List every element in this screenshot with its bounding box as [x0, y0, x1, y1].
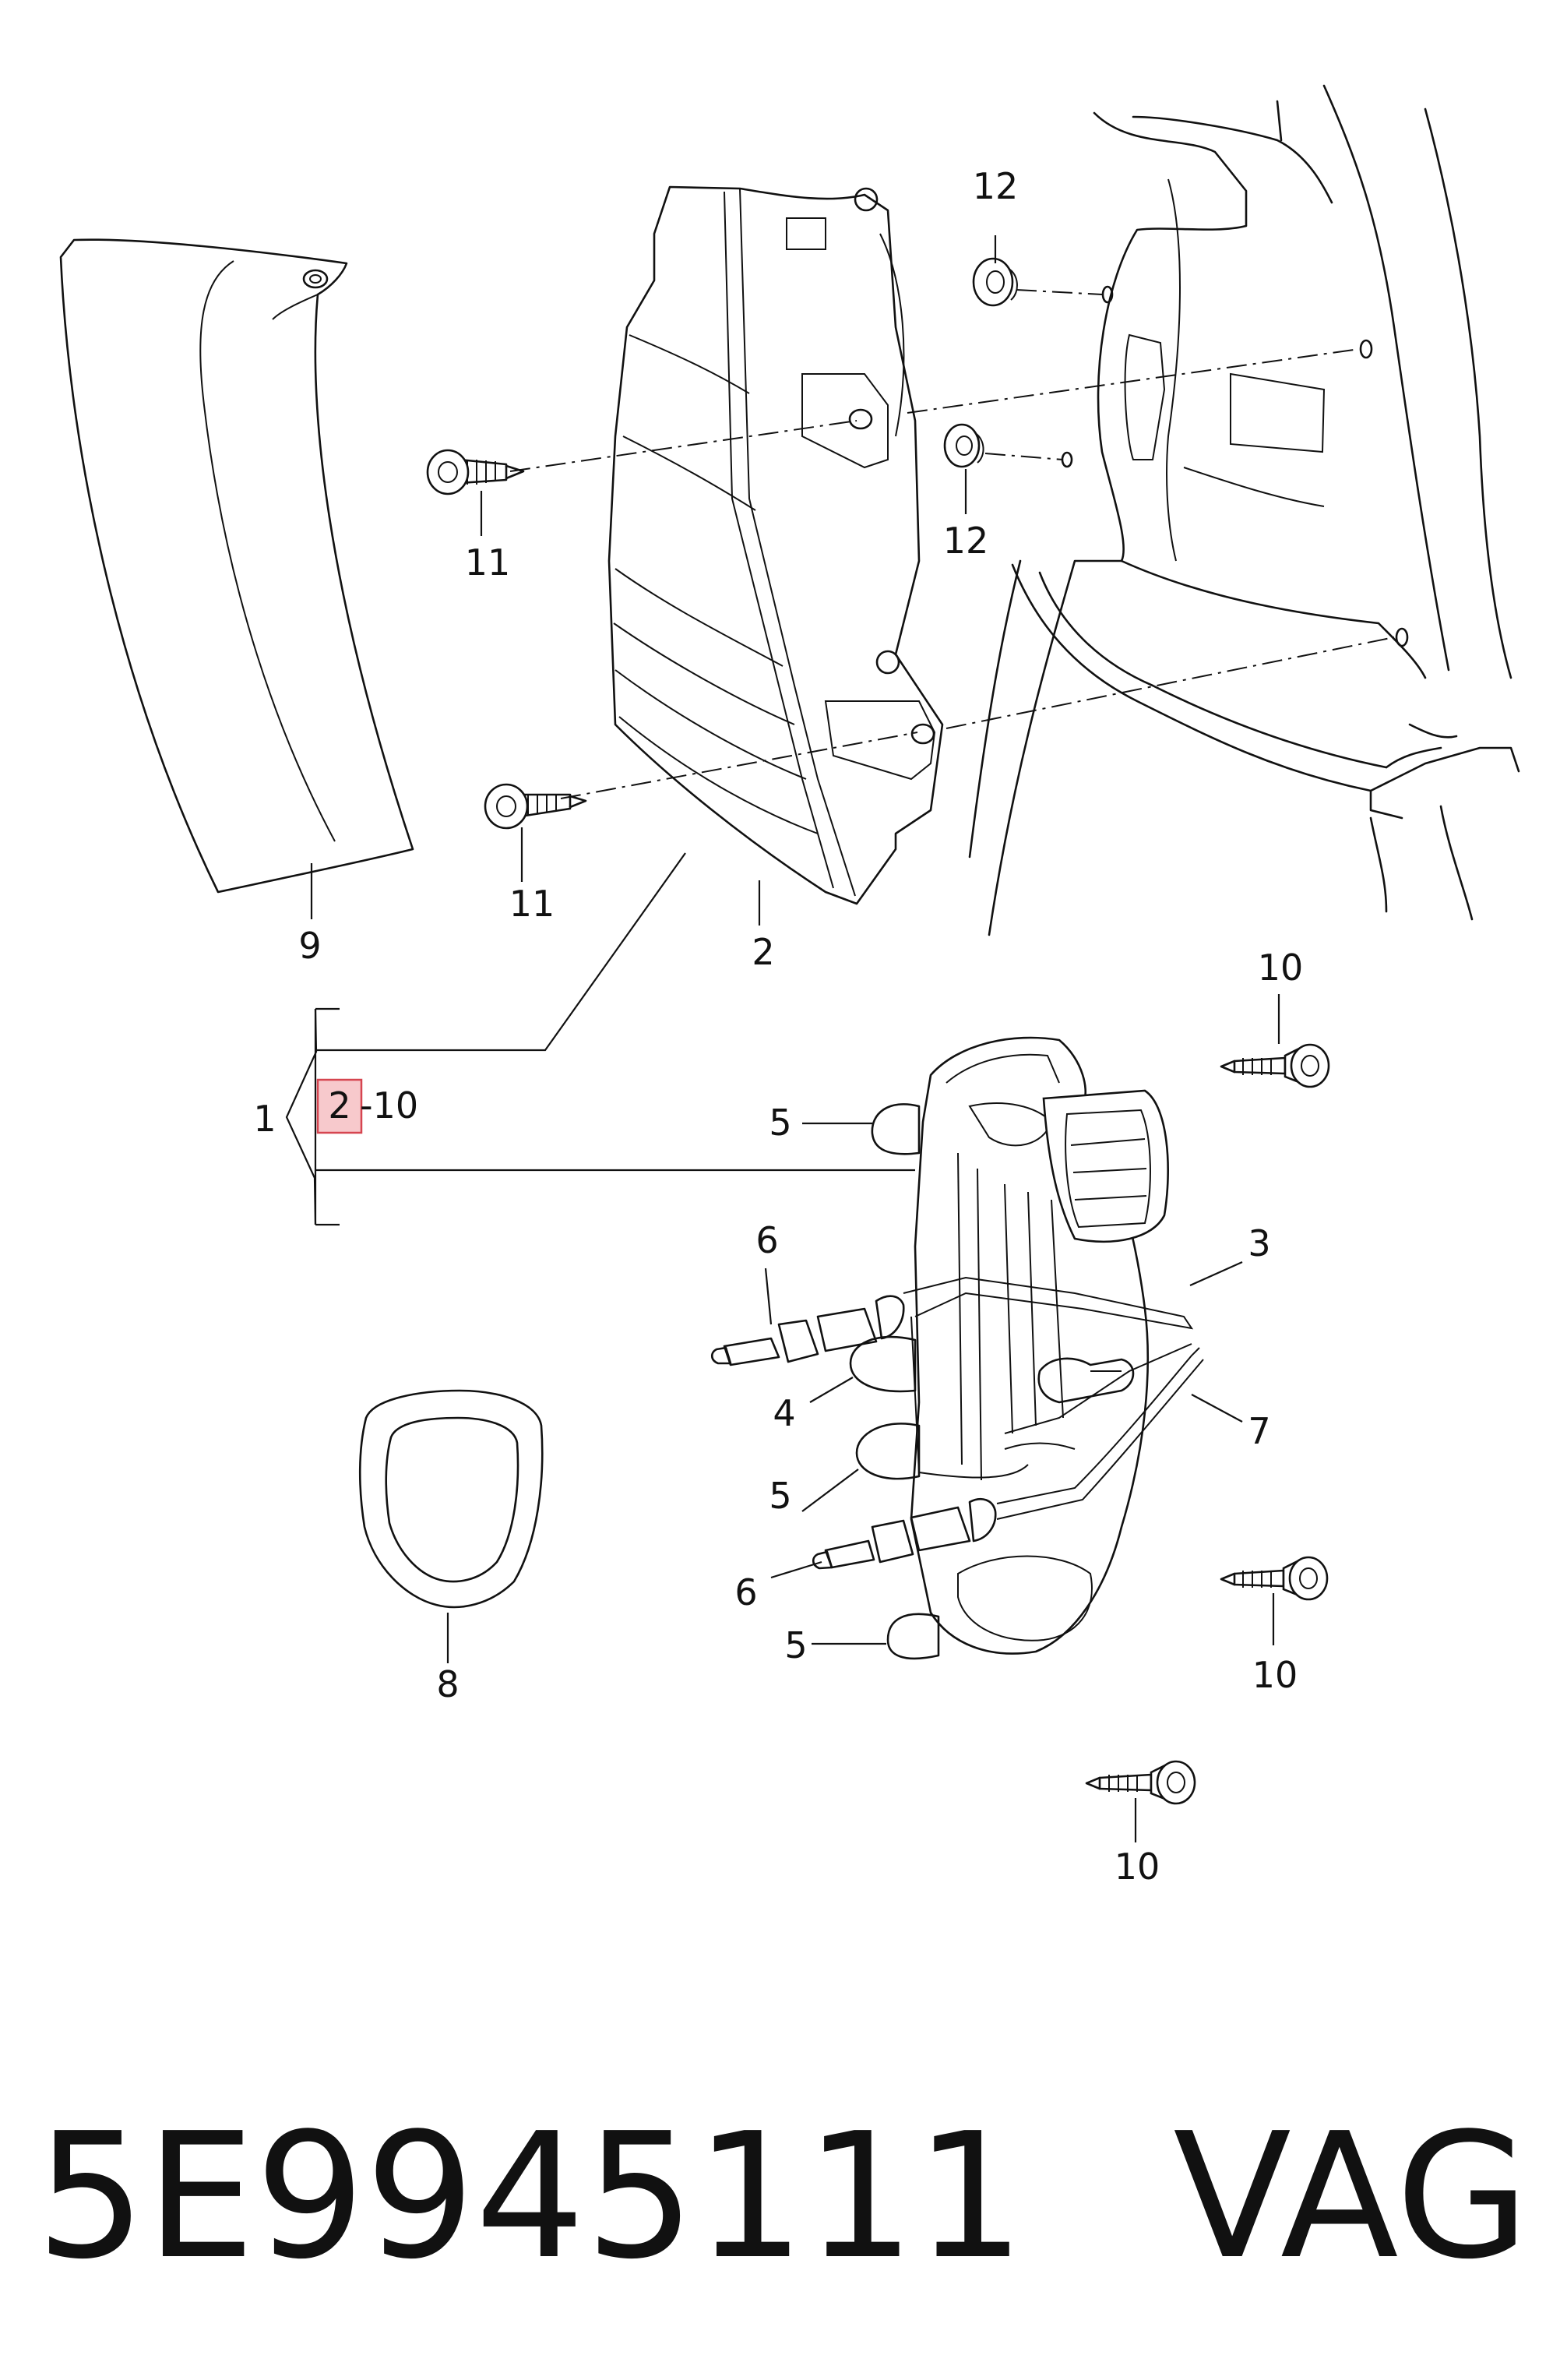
callout-5-lower: 5: [784, 1624, 807, 1666]
wiring-part-7: [996, 1343, 1204, 1520]
callout-range-end: -10: [360, 1084, 418, 1127]
grommet-part-12-upper: [972, 257, 1018, 307]
bulb-part-6-lower: [812, 1498, 997, 1570]
bulb-part-5-lower: [886, 1613, 940, 1660]
callout-range-start: 2: [328, 1084, 350, 1127]
screw-part-10-top: [1220, 1043, 1330, 1088]
screw-part-10-bottom: [1085, 1760, 1196, 1805]
range-start-highlight: [316, 1078, 363, 1134]
part-number-footer: 5E9945111 VAG: [36, 2096, 1530, 2298]
callout-9: 9: [298, 925, 321, 967]
callout-10-bottom: 10: [1115, 1846, 1160, 1888]
callout-8: 8: [436, 1663, 459, 1705]
callout-12-lower: 12: [943, 520, 989, 562]
callout-6-lower: 6: [734, 1571, 757, 1613]
callout-10-middle: 10: [1252, 1654, 1298, 1696]
part-number: 5E9945111: [36, 2096, 1026, 2297]
screw-part-11-lower: [484, 783, 587, 830]
screw-part-11-upper: [426, 449, 525, 495]
callout-leader-lines: [285, 235, 1280, 1842]
callout-10-top: 10: [1258, 947, 1304, 989]
exploded-parts-diagram: 12 12 11 11 9 2 10 1 2 -10 5 3 6 4 7 5 6…: [59, 84, 1520, 1888]
callout-5-middle: 5: [769, 1475, 791, 1517]
callout-6-upper: 6: [755, 1219, 778, 1261]
assembly-alignment-lines: [509, 289, 1395, 799]
screw-part-10-middle: [1220, 1556, 1329, 1601]
callout-7: 7: [1248, 1410, 1270, 1452]
callout-12-upper: 12: [973, 165, 1019, 207]
callout-4: 4: [773, 1392, 795, 1434]
callout-labels: 12 12 11 11 9 2 10 1 2 -10 5 3 6 4 7 5 6…: [253, 165, 1303, 1888]
callout-1: 1: [253, 1098, 276, 1140]
bulb-part-6-upper: [710, 1276, 1194, 1366]
lamp-housing-part-2: [607, 185, 944, 905]
grommet-part-12-lower: [943, 423, 984, 468]
callout-11-lower: 11: [509, 883, 555, 925]
callout-11-upper: 11: [465, 541, 511, 584]
bulb-part-5-upper: [871, 1103, 921, 1155]
callout-5-upper: 5: [769, 1102, 791, 1144]
vehicle-body-panel: [968, 84, 1520, 936]
bulb-holder-part-3: [910, 1036, 1169, 1655]
callout-2: 2: [752, 931, 774, 973]
brand-name: VAG: [1173, 2096, 1530, 2297]
callout-3: 3: [1248, 1222, 1270, 1264]
bulb-part-5-middle: [855, 1423, 921, 1480]
gasket-part-8: [358, 1389, 544, 1609]
trim-panel-part-9: [59, 238, 414, 894]
